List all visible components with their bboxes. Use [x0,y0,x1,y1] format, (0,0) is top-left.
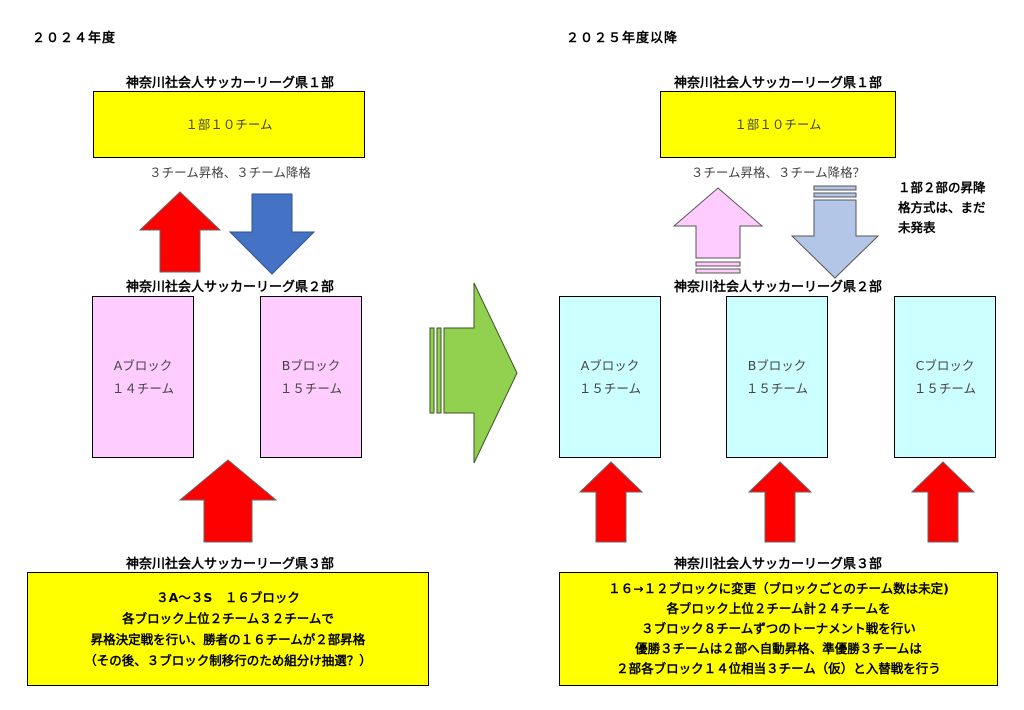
promotion-up-arrow [138,191,222,273]
block-name: Bブロック [747,358,807,373]
block-a-2024: Aブロック １４チーム [92,296,194,458]
promotion-up-arrow-large [178,459,278,543]
promotion-up-arrow-c [910,461,976,543]
side-note-line: 格方式は、まだ [898,200,986,215]
block-teams: １５チーム [913,381,977,396]
league3-line: 昇格決定戦を行い、勝者の１６チームが２部昇格 [90,632,366,647]
block-teams: １５チーム [578,381,642,396]
year-label-2024: ２０２４年度 [32,31,117,46]
league2-title-2024: 神奈川社会人サッカーリーグ県２部 [125,280,334,295]
league3-line: 各ブロック上位２チーム３２チームで [122,611,334,626]
league1-box-2024: １部１０チーム [93,91,365,158]
block-name: Aブロック [580,358,640,373]
block-a-2025: Aブロック １５チーム [559,296,661,458]
block-c-2025: Cブロック １５チーム [894,296,996,458]
block-name: Bブロック [281,358,341,373]
league3-title-2024: 神奈川社会人サッカーリーグ県３部 [125,557,334,572]
league2-title-2025: 神奈川社会人サッカーリーグ県２部 [673,280,882,295]
league3-title-2025: 神奈川社会人サッカーリーグ県３部 [673,557,882,572]
transition-right-arrow [429,282,518,464]
league1-title-2025: 神奈川社会人サッカーリーグ県１部 [673,76,882,91]
side-note-line: １部２部の昇降 [898,180,986,195]
promotion-up-arrow-b [747,461,813,543]
league1-box-2025: １部１０チーム [660,91,896,158]
league3-line: ３A～３S １６ブロック [156,590,300,605]
league3-box-2024: ３A～３S １６ブロック 各ブロック上位２チーム３２チームで 昇格決定戦を行い、… [27,572,429,686]
league1-box-label: １部１０チーム [734,117,822,132]
block-b-2025: Bブロック １５チーム [726,296,828,458]
league1-title-2024: 神奈川社会人サッカーリーグ県１部 [125,76,334,91]
block-name: Aブロック [113,358,173,373]
league3-line: 優勝３チームは２部へ自動昇格、準優勝３チームは [635,641,922,656]
year-label-2025: ２０２５年度以降 [566,31,679,46]
league3-line: （その後、３ブロック制移行のため組分け抽選？） [84,653,372,668]
league3-line: １６→１２ブロックに変更（ブロックごとのチーム数は未定) [608,581,949,596]
tentative-up-arrow [672,187,764,274]
league1-box-label: １部１０チーム [185,117,273,132]
side-note-line: 未発表 [898,220,936,235]
tentative-down-arrow [790,185,880,279]
block-teams: １５チーム [279,381,343,396]
league3-line: 各ブロック上位２チーム計２４チームを [666,601,891,616]
relegation-down-arrow [228,193,316,275]
block-teams: １４チーム [111,381,175,396]
block-name: Cブロック [915,358,975,373]
league3-line: ２部各ブロック１４位相当３チーム（仮）と入替戦を行う [616,661,941,676]
league1-note-2025: ３チーム昇格、３チーム降格？ [690,165,866,180]
league1-note-2024: ３チーム昇格、３チーム降格 [149,165,311,180]
block-b-2024: Bブロック １５チーム [260,296,362,458]
block-teams: １５チーム [745,381,809,396]
league3-line: ３ブロック８チームずつのトーナメント戦を行い [641,621,916,636]
promotion-up-arrow-a [578,461,644,543]
league3-box-2025: １６→１２ブロックに変更（ブロックごとのチーム数は未定) 各ブロック上位２チーム… [559,572,998,686]
side-note: １部２部の昇降 格方式は、まだ 未発表 [898,178,1008,238]
